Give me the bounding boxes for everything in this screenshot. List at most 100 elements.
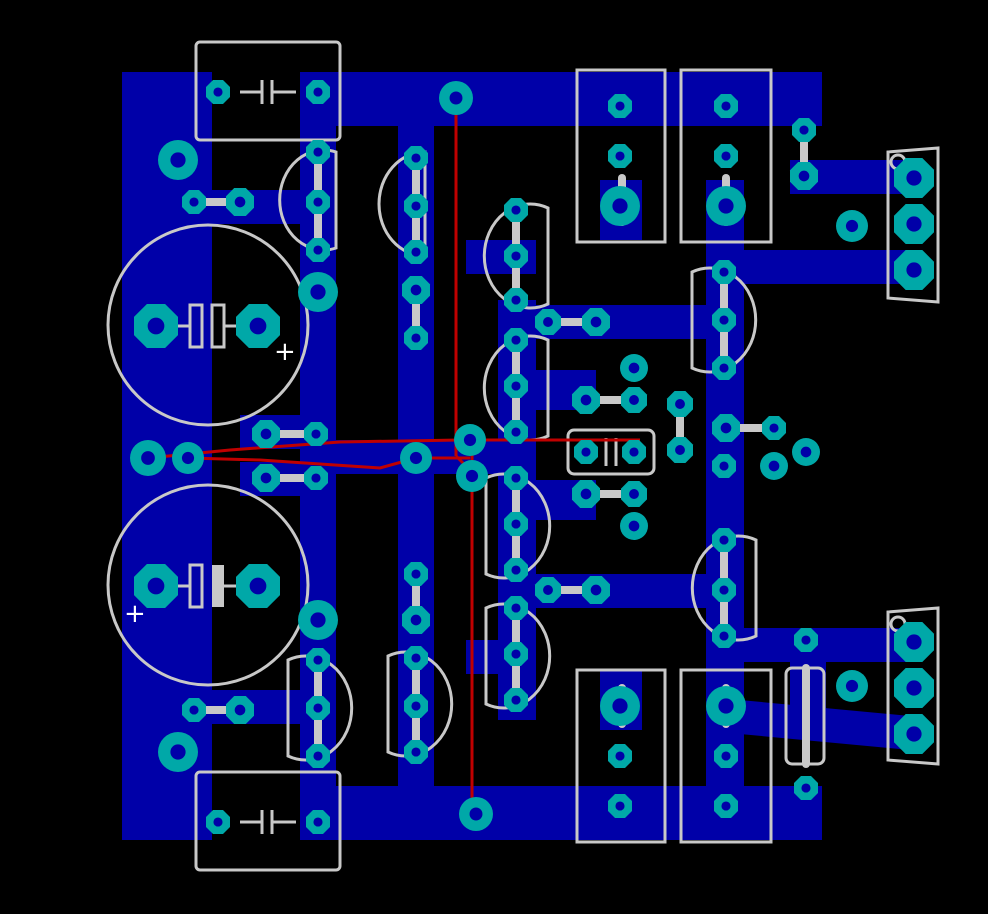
pad-hole-57 [719,315,729,325]
pad-hole-84 [721,151,731,161]
pad-hole-40 [590,584,602,596]
film-cap-bottom-outline [194,770,342,872]
connector-bottom-outline [886,606,940,766]
pad-hole-37 [543,317,553,327]
pad-hole-64 [260,472,272,484]
pad-hole-20 [411,153,421,163]
pad-hole-34 [511,603,521,613]
pad-hole-11 [234,704,246,716]
pad-hole-71 [411,569,421,579]
pad-hole-83 [721,101,731,111]
pad-hole-99 [801,783,811,793]
pad-hole-91 [721,801,731,811]
pad-hole-95 [906,170,922,186]
pad-hole-28 [511,335,521,345]
pad-hole-49 [675,399,685,409]
polarity-plus-upper: + [274,337,296,367]
pad-hole-72 [410,614,422,626]
top-rail [300,72,822,126]
pad-hole-35 [511,649,521,659]
silk-rect [210,303,226,349]
film-cap-top-outline [194,40,342,142]
pad-hole-47 [581,447,591,457]
pad-hole-29 [511,381,521,391]
pad-hole-30 [511,427,521,437]
pad-hole-78 [411,701,421,711]
red-polyline [187,456,470,470]
pad-hole-12 [147,317,165,335]
pad-hole-92 [799,125,809,135]
pad-hole-62 [260,428,272,440]
pad-hole-53 [768,460,780,472]
pad-hole-97 [906,262,922,278]
pad-hole-63 [311,429,321,439]
pad-hole-15 [249,577,267,595]
pad-hole-24 [411,333,421,343]
pad-hole-27 [511,295,521,305]
pad-hole-5 [170,744,186,760]
pad-hole-52 [769,423,779,433]
pad-hole-60 [719,585,729,595]
pad-hole-77 [411,653,421,663]
pad-hole-23 [410,284,422,296]
pad-hole-81 [615,151,625,161]
pad-hole-70 [465,469,479,483]
pad-hole-88 [615,801,625,811]
pad-hole-25 [511,205,521,215]
pad-hole-59 [719,535,729,545]
pad-hole-32 [511,519,521,529]
pad-hole-50 [675,445,685,455]
pad-hole-61 [719,631,729,641]
pad-hole-19 [310,284,326,300]
pad-hole-76 [313,751,323,761]
pad-hole-41 [580,394,592,406]
pad-hole-13 [249,317,267,335]
connector-top-outline [886,146,940,304]
pad-hole-22 [411,247,421,257]
pad-hole-36 [511,695,521,705]
pad-hole-96 [906,216,922,232]
pad-hole-16 [313,147,323,157]
pad-hole-58 [719,363,729,373]
pad-hole-17 [313,197,323,207]
pad-hole-46 [628,520,640,532]
pad-hole-73 [310,612,326,628]
pad-hole-2 [213,817,223,827]
electrolytic-cap-upper-outline [106,223,310,427]
pad-hole-55 [719,461,729,471]
pad-hole-39 [543,585,553,595]
pad-hole-26 [511,251,521,261]
pad-hole-69 [463,433,477,447]
pad-hole-54 [800,446,812,458]
pad-hole-80 [615,101,625,111]
pad-hole-4 [170,152,186,168]
pad-hole-56 [719,267,729,277]
output-device-1-outline [575,68,667,244]
pad-hole-101 [906,634,922,650]
pad-hole-75 [313,703,323,713]
pad-hole-3 [313,817,323,827]
pad-hole-14 [147,577,165,595]
pad-hole-42 [629,395,639,405]
pad-hole-6 [449,91,463,105]
pour-l [740,250,920,284]
pad-hole-86 [612,698,628,714]
pad-hole-68 [409,451,423,465]
pad-hole-100 [845,679,859,693]
pad-hole-1 [313,87,323,97]
pad-hole-31 [511,473,521,483]
pad-hole-10 [189,705,199,715]
pad-hole-103 [906,726,922,742]
pad-hole-98 [801,635,811,645]
output-device-4-outline [679,668,773,844]
pad-hole-18 [313,245,323,255]
silk-rect [212,565,224,607]
pad-layer [130,80,934,834]
pour-m [740,628,920,662]
pad-hole-74 [313,655,323,665]
polarity-plus-lower: + [124,599,146,629]
pad-hole-66 [141,451,155,465]
pad-hole-33 [511,565,521,575]
pad-hole-21 [411,201,421,211]
